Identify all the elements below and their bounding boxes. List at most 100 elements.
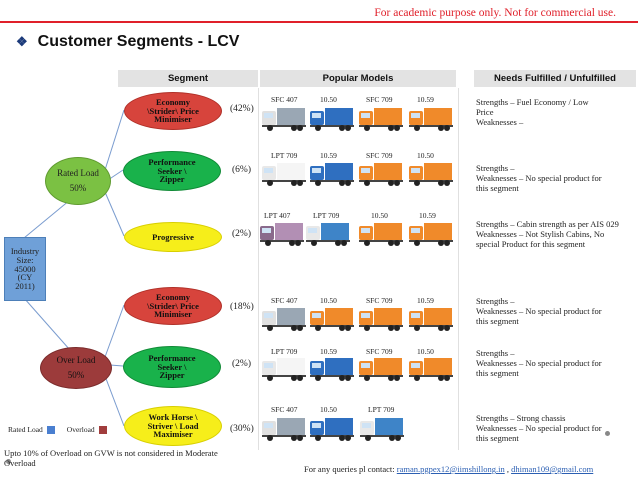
truck-icon <box>409 163 453 186</box>
truck-icon <box>359 223 403 246</box>
needs-line: Strengths – <box>476 348 515 358</box>
column-divider <box>258 88 259 450</box>
industry-year-open: (CY <box>17 272 33 283</box>
truck-icon <box>409 223 453 246</box>
segment-node-workhorse: Work Horse \ Striver \ Load Maximiser <box>124 406 222 446</box>
needs-cell: Strengths – Strong chassis Weaknesses – … <box>476 413 626 443</box>
needs-cell: Strengths – Weaknesses – No special prod… <box>476 348 626 378</box>
truck-icon <box>262 358 306 381</box>
segment-name-line: Zipper <box>159 370 185 381</box>
model-label: SFC 709 <box>366 296 393 305</box>
needs-cell: Strengths – Weaknesses – No special prod… <box>476 163 626 193</box>
segment-share: (2%) <box>232 229 251 239</box>
needs-line: Price <box>476 107 494 117</box>
disclaimer: For academic purpose only. Not for comme… <box>374 7 616 19</box>
truck-icon <box>359 108 403 131</box>
segment-share: (42%) <box>230 104 254 114</box>
truck-icon <box>359 308 403 331</box>
header-popular-models: Popular Models <box>260 70 456 87</box>
needs-line: this segment <box>476 433 519 443</box>
segment-share: (6%) <box>232 165 251 175</box>
footnote-line: Upto 10% of Overload on GVW is not consi… <box>4 448 218 458</box>
segment-share: (30%) <box>230 424 254 434</box>
industry-size-label: Size: <box>16 254 34 265</box>
segment-share: (18%) <box>230 302 254 312</box>
segment-name-line: Performance <box>148 156 196 167</box>
segment-node-performance-rated: Performance Seeker \ Zipper <box>123 151 221 191</box>
needs-cell: Strengths – Cabin strength as per AIS 02… <box>476 219 636 249</box>
segment-name-line: Performance <box>148 352 196 363</box>
model-label: LPT 709 <box>271 151 298 160</box>
truck-icon <box>409 108 453 131</box>
over-load-label: Over Load <box>56 354 96 365</box>
segment-name-line: Progressive <box>152 231 194 242</box>
segment-node-economy-over: Economy \Strider\ Price Minimiser <box>124 287 222 325</box>
contact-line: For any queries pl contact: raman.pgpex1… <box>304 464 593 474</box>
segment-name-line: Economy <box>156 291 190 302</box>
model-label: LPT 709 <box>368 405 395 414</box>
legend-overload-swatch <box>98 425 107 434</box>
segment-name-line: Minimiser <box>154 309 192 320</box>
header-divider <box>0 21 638 23</box>
needs-line: Weaknesses – No special product for <box>476 358 602 368</box>
segment-node-economy-rated: Economy \Strider\ Price Minimiser <box>124 92 222 130</box>
model-label: 10.59 <box>419 211 436 220</box>
truck-icon <box>262 163 306 186</box>
industry-year-close: 2011) <box>15 281 35 292</box>
needs-line: this segment <box>476 183 519 193</box>
needs-line: Strengths – Fuel Economy / Low <box>476 97 589 107</box>
truck-icon <box>262 418 306 441</box>
truck-icon <box>310 418 354 441</box>
rated-load-node: Rated Load 50% <box>45 157 111 205</box>
truck-icon <box>310 108 354 131</box>
truck-icon <box>310 163 354 186</box>
truck-icon <box>409 308 453 331</box>
needs-line: Weaknesses – No special product for <box>476 423 602 433</box>
needs-line: this segment <box>476 316 519 326</box>
needs-line: Strengths – Strong chassis <box>476 413 566 423</box>
model-label: 10.59 <box>417 95 434 104</box>
needs-line: Strengths – Cabin strength as per AIS 02… <box>476 219 619 229</box>
model-label: SFC 709 <box>366 347 393 356</box>
contact-email-link[interactable]: dhiman109@gmail.com <box>511 464 594 474</box>
over-load-node: Over Load 50% <box>40 347 112 389</box>
segment-name-line: Zipper <box>159 174 185 185</box>
segment-node-performance-over: Performance Seeker \ Zipper <box>123 346 221 388</box>
truck-icon <box>310 308 354 331</box>
needs-line: Strengths – <box>476 296 515 306</box>
model-label: 10.50 <box>417 347 434 356</box>
over-load-pct: 50% <box>67 370 85 380</box>
model-label: SFC 407 <box>271 296 298 305</box>
legend-overload-label: Overload <box>66 425 95 434</box>
column-divider <box>458 88 459 450</box>
bullet-dot-icon <box>6 459 11 464</box>
contact-prefix: For any queries pl contact: <box>304 464 397 474</box>
legend-rated-label: Rated Load <box>8 425 43 434</box>
needs-line: Weaknesses – <box>476 117 524 127</box>
contact-email-link[interactable]: raman.pgpex12@iimshillong.in <box>396 464 505 474</box>
segment-name-line: Work Horse \ <box>148 411 198 422</box>
model-label: SFC 407 <box>271 405 298 414</box>
header-needs: Needs Fulfilled / Unfulfilled <box>474 70 636 87</box>
model-label: LPT 407 <box>264 211 291 220</box>
truck-icon <box>306 223 350 246</box>
segment-name-line: Economy <box>156 96 190 107</box>
legend-rated-swatch <box>46 425 55 434</box>
rated-load-pct: 50% <box>69 183 87 193</box>
truck-icon <box>262 308 306 331</box>
segment-name-line: Seeker \ <box>157 165 187 176</box>
truck-icon <box>262 108 306 131</box>
diamond-bullet-icon: ❖ <box>16 34 28 49</box>
needs-line: Weaknesses – No special product for <box>476 173 602 183</box>
model-label: 10.50 <box>417 151 434 160</box>
truck-icon <box>360 418 404 441</box>
truck-icon <box>260 223 304 246</box>
needs-line: Weaknesses – No special product for <box>476 306 602 316</box>
header-segment: Segment <box>118 70 258 87</box>
model-label: LPT 709 <box>313 211 340 220</box>
footnote-line: Overload <box>4 458 36 468</box>
segment-name-line: Maximiser <box>153 429 193 440</box>
model-label: 10.59 <box>320 347 337 356</box>
segment-share: (2%) <box>232 359 251 369</box>
needs-line: Strengths – <box>476 163 515 173</box>
